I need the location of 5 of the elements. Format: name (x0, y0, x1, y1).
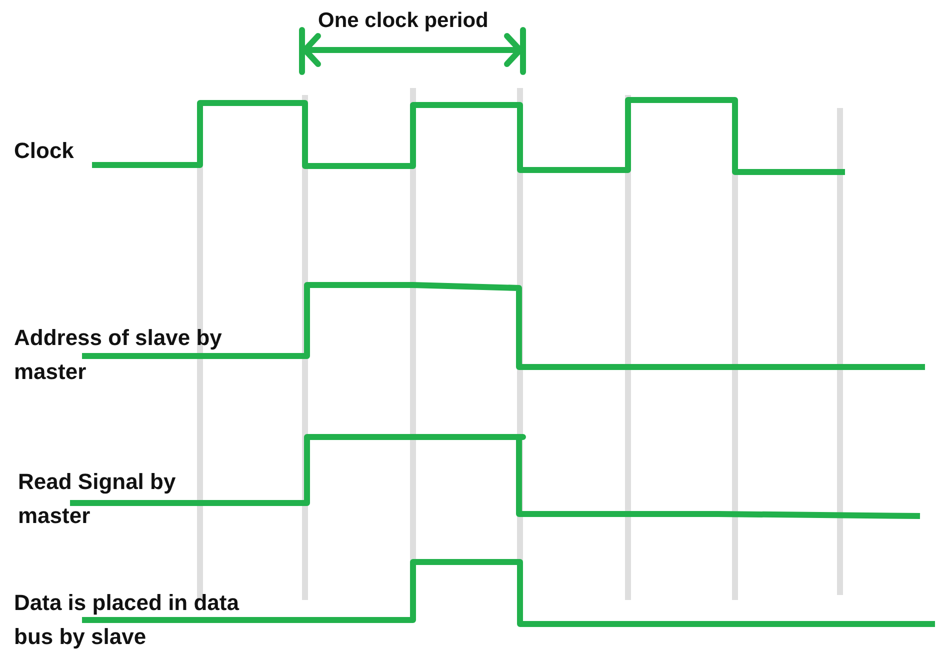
signal-label: Clock (14, 137, 75, 165)
title: One clock period (318, 8, 490, 34)
signal-label: Read Signal by master (18, 468, 177, 530)
signal-label: Address of slave by master (14, 324, 223, 386)
signal-label: Data is placed in data bus by slave (14, 589, 240, 650)
